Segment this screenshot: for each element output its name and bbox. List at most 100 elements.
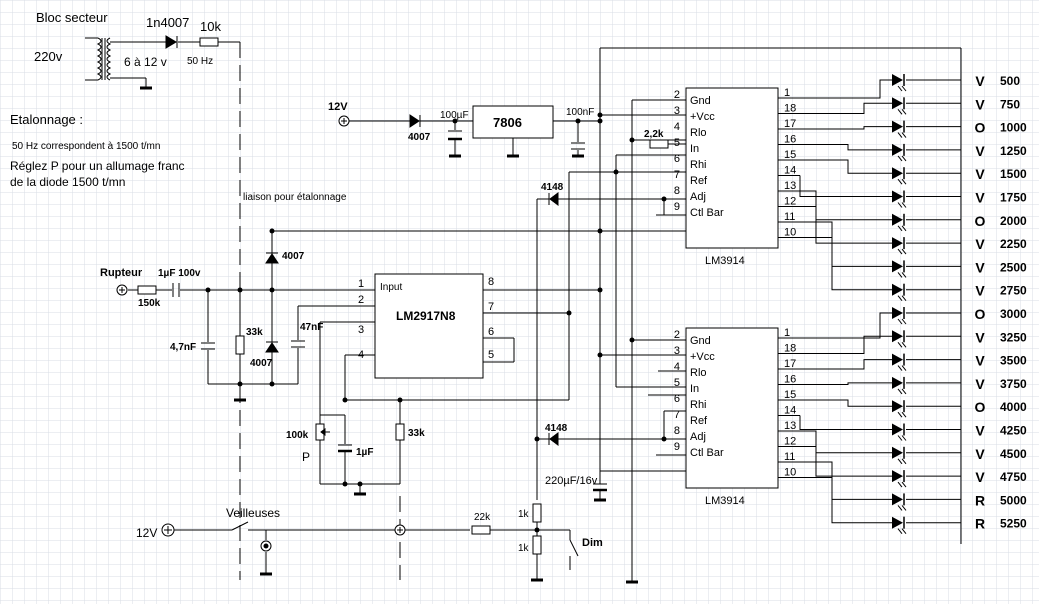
mains-diode (165, 35, 177, 49)
r-rlo-label: 2,2k (644, 129, 664, 140)
lm2917-name: LM2917N8 (396, 309, 456, 323)
lm3914-top-name: LM3914 (705, 255, 745, 267)
cap-out-label: 100nF (566, 107, 594, 118)
led-wire-1750 (799, 175, 961, 197)
lm3914-top-out-12: 12 (784, 196, 796, 208)
lm3914-top-pin-3: 3 (674, 105, 680, 117)
led-color-3000: O (975, 306, 986, 322)
lm3914-bottom-pin-5: 5 (674, 377, 680, 389)
lm3914-top-label-rlo: Rlo (690, 127, 707, 139)
lm3914-bottom-label-ctl: Ctl Bar (690, 447, 724, 459)
led-rpm-4000: 4000 (1000, 400, 1027, 414)
diode-top-label: 4148 (541, 182, 564, 193)
led-rpm-4250: 4250 (1000, 424, 1027, 438)
power-input-label: 12V (328, 101, 348, 113)
lm3914-bottom-out-10: 10 (784, 467, 796, 479)
power-diode-label: 4007 (408, 132, 431, 143)
lm3914-top-label-in: In (690, 143, 699, 155)
led-color-750: V (975, 96, 985, 112)
dim-switch (569, 539, 579, 557)
led-color-5000: R (975, 492, 985, 508)
power-diode-4007 (409, 114, 420, 128)
calibration-line3: de la diode 1500 t/mn (10, 175, 125, 189)
led-color-4250: V (975, 423, 985, 439)
led-color-500: V (975, 73, 985, 89)
led-wire-1000 (800, 126, 961, 130)
cap-in-label: 100µF (440, 110, 469, 121)
lm3914-bottom-label-rhi: Rhi (690, 399, 707, 411)
led-3000 (892, 307, 907, 325)
lm3914-top-out-13: 13 (784, 180, 796, 192)
calibration-line1: 50 Hz correspondent à 1500 t/mn (12, 141, 160, 152)
lm3914-bottom-out-16: 16 (784, 374, 796, 386)
lm2917-pin2: 2 (358, 294, 364, 306)
led-1500 (892, 167, 907, 185)
led-rpm-3500: 3500 (1000, 354, 1027, 368)
led-color-4500: V (975, 446, 985, 462)
led-rpm-5250: 5250 (1000, 517, 1027, 531)
led-wire-2250 (800, 206, 961, 244)
led-5000 (892, 493, 907, 511)
led-rpm-1500: 1500 (1000, 167, 1027, 181)
led-wire-4750 (800, 446, 961, 477)
resistor-1k-bottom (532, 535, 542, 555)
d-bottom-label: 4007 (250, 358, 273, 369)
led-rpm-5000: 5000 (1000, 493, 1027, 507)
led-rpm-3750: 3750 (1000, 377, 1027, 391)
night-input-label: 12V (136, 526, 157, 540)
diode-4148-top (549, 192, 559, 206)
lm3914-bottom-name: LM3914 (705, 495, 745, 507)
led-color-2000: O (975, 213, 986, 229)
led-5250 (892, 516, 907, 535)
led-rpm-2500: 2500 (1000, 260, 1027, 274)
led-wire-1250 (800, 144, 961, 151)
led-color-1500: V (975, 166, 985, 182)
lm3914-top-pin-9: 9 (674, 201, 680, 213)
led-wire-500 (800, 79, 961, 99)
led-rpm-4500: 4500 (1000, 447, 1027, 461)
led-color-1250: V (975, 143, 985, 159)
led-wire-4000 (800, 399, 961, 407)
lm3914-bottom-out-11: 11 (784, 451, 795, 463)
lm3914-top-out-14: 14 (784, 165, 796, 177)
led-rpm-4750: 4750 (1000, 470, 1027, 484)
lm3914-bottom-out-18: 18 (784, 343, 796, 355)
regulator-label: 7806 (493, 115, 522, 130)
r-series-label: 22k (474, 512, 491, 523)
lm2917-pin3: 3 (358, 324, 364, 336)
led-rpm-3000: 3000 (1000, 307, 1027, 321)
led-750 (892, 97, 907, 115)
lm2917-pin4: 4 (358, 349, 364, 361)
diode-4148-bottom (549, 432, 559, 446)
pot-label: 100k (286, 430, 309, 441)
lm3914-bottom-label-rlo: Rlo (690, 367, 707, 379)
lm3914-bottom-out-15: 15 (784, 389, 796, 401)
lm3914-top-out-18: 18 (784, 103, 796, 115)
led-color-3500: V (975, 353, 985, 369)
c-in-label: 1µF 100v (158, 268, 201, 279)
led-color-3250: V (975, 329, 985, 345)
resistor-1k-top (532, 503, 542, 523)
led-rpm-2750: 2750 (1000, 284, 1027, 298)
lm3914-top-label-vcc: +Vcc (690, 111, 715, 123)
lm2917-pin7: 7 (488, 301, 494, 313)
led-wire-1500 (800, 159, 961, 174)
lm3914-top-pin-2: 2 (674, 89, 680, 101)
lm3914-bottom-pin-2: 2 (674, 329, 680, 341)
resistor-150k (137, 285, 157, 295)
led-wire-3250 (800, 335, 961, 354)
wires (85, 37, 962, 584)
led-1250 (892, 143, 907, 162)
led-4250 (892, 423, 907, 441)
led-3500 (892, 353, 907, 371)
supply-primary-label: 220v (34, 49, 63, 64)
resistor-33k-load (395, 423, 405, 441)
lm3914-top-pin-6: 6 (674, 153, 680, 165)
led-2250 (892, 237, 907, 255)
diode-bottom-label: 4148 (545, 423, 568, 434)
led-3750 (892, 376, 907, 395)
supply-resistor-label: 10k (200, 19, 221, 34)
r-load-label: 33k (408, 428, 425, 439)
led-color-5250: R (975, 516, 985, 532)
